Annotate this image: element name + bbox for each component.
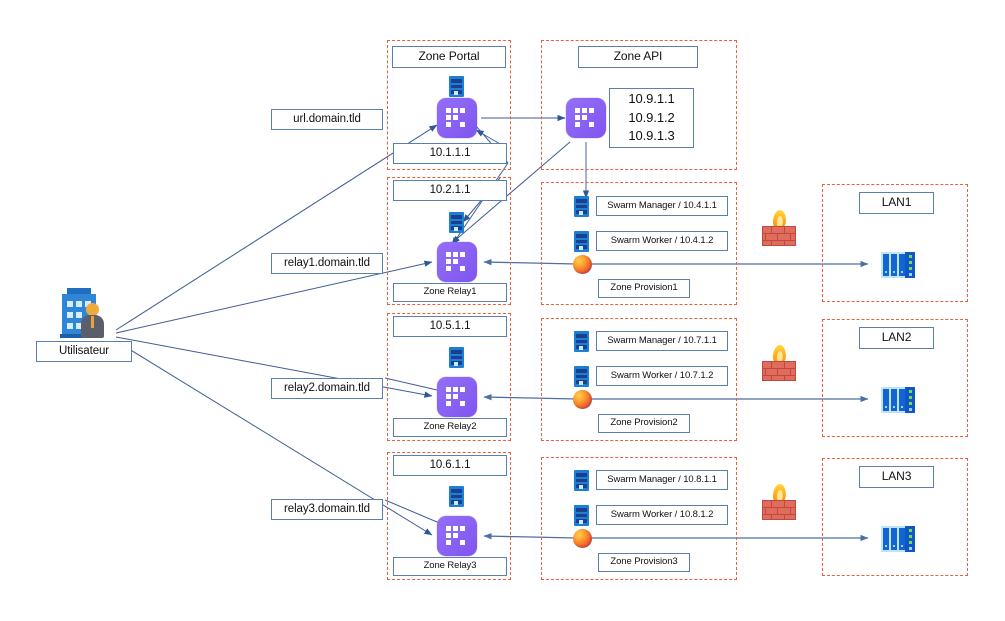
- zone-relay1-title: Zone Relay1: [393, 283, 507, 302]
- zone-provision3-title: Zone Provision3: [598, 553, 690, 572]
- user-label: Utilisateur: [36, 341, 132, 362]
- zone-relay2: [387, 313, 511, 441]
- server-icon-swarm-manager-3: [574, 470, 589, 491]
- zone-api-ip-2: 10.9.1.2: [628, 109, 675, 125]
- zone-lan3: [822, 458, 968, 576]
- zone-portal-ip: 10.1.1.1: [393, 143, 507, 164]
- server-rack-icon-lan1: [881, 252, 915, 278]
- zone-relay1-ip: 10.2.1.1: [393, 180, 507, 201]
- zone-relay3: [387, 452, 511, 580]
- server-rack-icon-lan2: [881, 387, 915, 413]
- zone-relay2-title: Zone Relay2: [393, 418, 507, 437]
- domain-label-relay1[interactable]: relay1.domain.tld: [271, 253, 383, 274]
- traefik-proxy-icon-api[interactable]: [566, 98, 606, 138]
- lan1-title: LAN1: [859, 192, 934, 214]
- server-icon-swarm-manager-2: [574, 331, 589, 352]
- zone-relay3-ip: 10.6.1.1: [393, 455, 507, 476]
- zone-provision3: [541, 457, 737, 580]
- firefox-icon-1[interactable]: [573, 255, 592, 274]
- traefik-proxy-icon-portal[interactable]: [437, 98, 477, 138]
- server-icon-swarm-worker-3: [574, 505, 589, 526]
- zone-provision1-title: Zone Provision1: [598, 279, 690, 298]
- swarm-worker-2-label: Swarm Worker / 10.7.1.2: [596, 366, 728, 386]
- swarm-manager-3-label: Swarm Manager / 10.8.1.1: [596, 470, 728, 490]
- zone-relay1: [387, 177, 511, 305]
- traefik-proxy-icon-relay1[interactable]: [437, 242, 477, 282]
- domain-label-relay3[interactable]: relay3.domain.tld: [271, 499, 383, 520]
- building-user-icon: [60, 288, 114, 338]
- swarm-manager-1-label: Swarm Manager / 10.4.1.1: [596, 196, 728, 216]
- server-icon-swarm-worker-1: [574, 231, 589, 252]
- zone-lan2: [822, 319, 968, 437]
- swarm-worker-3-label: Swarm Worker / 10.8.1.2: [596, 505, 728, 525]
- domain-label-url[interactable]: url.domain.tld: [271, 109, 383, 130]
- domain-label-relay2[interactable]: relay2.domain.tld: [271, 378, 383, 399]
- server-icon-swarm-manager-1: [574, 196, 589, 217]
- server-icon-portal: [449, 76, 464, 97]
- traefik-proxy-icon-relay2[interactable]: [437, 377, 477, 417]
- server-icon-relay2: [449, 347, 464, 368]
- zone-api-title: Zone API: [578, 46, 698, 68]
- swarm-manager-2-label: Swarm Manager / 10.7.1.1: [596, 331, 728, 351]
- firefox-icon-3[interactable]: [573, 529, 592, 548]
- server-icon-relay3: [449, 486, 464, 507]
- zone-portal: [387, 40, 511, 170]
- zone-api-ip-3: 10.9.1.3: [628, 128, 675, 144]
- zone-relay3-title: Zone Relay3: [393, 557, 507, 576]
- zone-lan1: [822, 184, 968, 302]
- firewall-icon-1: [762, 210, 796, 246]
- zone-provision2: [541, 318, 737, 441]
- zone-provision2-title: Zone Provision2: [598, 414, 690, 433]
- lan3-title: LAN3: [859, 466, 934, 488]
- server-rack-icon-lan3: [881, 526, 915, 552]
- lan2-title: LAN2: [859, 327, 934, 349]
- firewall-icon-2: [762, 345, 796, 381]
- zone-relay2-ip: 10.5.1.1: [393, 316, 507, 337]
- zone-portal-title: Zone Portal: [392, 46, 506, 68]
- firefox-icon-2[interactable]: [573, 390, 592, 409]
- zone-api-ip-1: 10.9.1.1: [628, 90, 675, 106]
- swarm-worker-1-label: Swarm Worker / 10.4.1.2: [596, 231, 728, 251]
- server-icon-relay1: [449, 212, 464, 233]
- firewall-icon-3: [762, 484, 796, 520]
- zone-api-ip-list: 10.9.1.1 10.9.1.2 10.9.1.3: [609, 88, 694, 148]
- zone-provision1: [541, 182, 737, 305]
- traefik-proxy-icon-relay3[interactable]: [437, 516, 477, 556]
- server-icon-swarm-worker-2: [574, 366, 589, 387]
- zone-api: [541, 40, 737, 170]
